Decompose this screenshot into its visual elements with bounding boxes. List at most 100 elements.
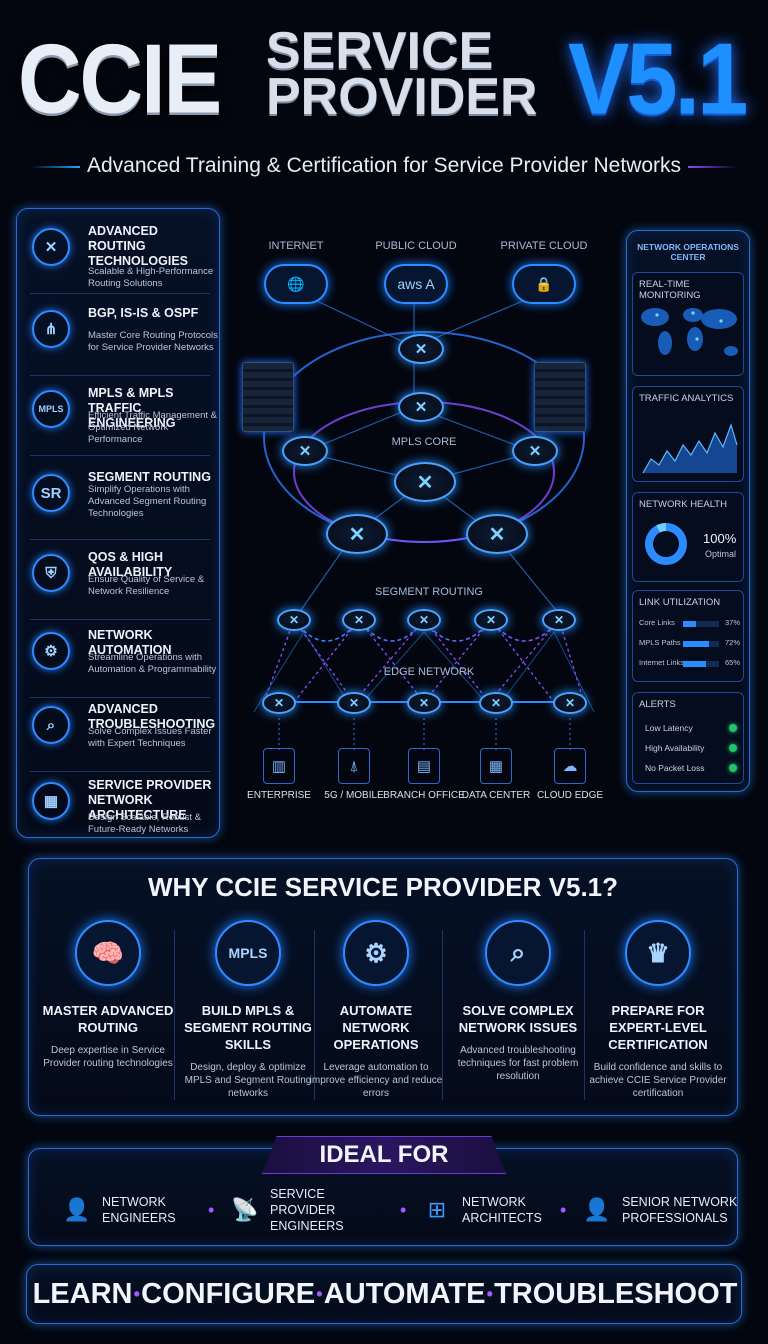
link-value: 65% bbox=[725, 658, 741, 667]
core-router-center: ✕ bbox=[394, 462, 456, 502]
realtime-monitoring-card: REAL-TIME MONITORING bbox=[632, 272, 744, 376]
topic-desc: Design Scalable, Robust & Future-Ready N… bbox=[88, 812, 202, 835]
routing-icon: ✕ bbox=[32, 228, 70, 266]
footer-separator: • bbox=[316, 1283, 323, 1304]
why-col-title: SOLVE COMPLEX NETWORK ISSUES bbox=[458, 1003, 578, 1035]
why-column: ⚙ AUTOMATE NETWORK OPERATIONS Leverage aut… bbox=[306, 920, 446, 1100]
footer-words: LEARN•CONFIGURE•AUTOMATE•TROUBLESHOOT bbox=[32, 1268, 738, 1320]
endpoint-label: CLOUD EDGE bbox=[536, 790, 604, 801]
endpoint-label: BRANCH OFFICE bbox=[383, 790, 465, 801]
cloud-edge-icon: ☁ bbox=[554, 748, 586, 784]
topic-desc: Scalable & High-Performance Routing Solu… bbox=[88, 266, 214, 289]
core-router-right: ✕ bbox=[512, 436, 558, 466]
enterprise-icon: ▥ bbox=[263, 748, 295, 784]
footer-banner bbox=[26, 1264, 742, 1324]
cloud-label: INTERNET bbox=[268, 240, 324, 252]
topic-title: QoS & HIGH AVAILABILITY bbox=[88, 550, 173, 579]
link-bar bbox=[683, 641, 719, 647]
footer-word: LEARN bbox=[32, 1277, 133, 1310]
cloud-icon: 🌐 bbox=[264, 264, 328, 304]
sr-node-1: ✕ bbox=[277, 609, 311, 631]
title-version: V5.1 bbox=[568, 23, 748, 136]
title-service-provider: SERVICE PROVIDER bbox=[266, 25, 538, 123]
link-name: MPLS Paths bbox=[639, 638, 681, 647]
ideal-separator: • bbox=[400, 1200, 407, 1220]
why-divider bbox=[174, 930, 175, 1100]
topic-desc: Solve Complex Issues Faster with Expert … bbox=[88, 726, 212, 749]
why-col-desc: Leverage automation to improve efficienc… bbox=[309, 1062, 443, 1099]
brain-icon: 🧠 bbox=[75, 920, 141, 986]
core-router-bottom-right: ✕ bbox=[466, 514, 528, 554]
topic-desc: Streamline Operations with Automation & … bbox=[88, 652, 217, 675]
why-divider bbox=[314, 930, 315, 1100]
link-utilization-title: LINK UTILIZATION bbox=[639, 597, 721, 608]
diagram-links bbox=[253, 291, 595, 752]
footer-word: CONFIGURE bbox=[141, 1277, 316, 1310]
link-bar bbox=[683, 661, 719, 667]
why-col-title: AUTOMATE NETWORK OPERATIONS bbox=[333, 1003, 419, 1052]
why-column: ⌕ SOLVE COMPLEX NETWORK ISSUES Advanced tr… bbox=[448, 920, 588, 1083]
sr-icon: SR bbox=[32, 474, 70, 512]
topic-title: SERVICE PROVIDER NETWORK ARCHITECTURE bbox=[88, 778, 212, 822]
traffic-analytics-title: TRAFFIC ANALYTICS bbox=[639, 393, 734, 404]
topic-title: MPLS & MPLS TRAFFIC ENGINEERING bbox=[88, 386, 176, 430]
why-col-desc: Deep expertise in Service Provider routi… bbox=[43, 1045, 173, 1069]
alert-label: High Availability bbox=[645, 743, 705, 753]
hierarchy-icon: ⊞ bbox=[427, 1197, 447, 1222]
network-health-card: NETWORK HEALTH 100% Optimal bbox=[632, 492, 744, 582]
magnifier-icon: ⌕ bbox=[485, 920, 551, 986]
subtitle-line-right bbox=[688, 166, 738, 168]
ideal-label: NETWORK ARCHITECTS bbox=[462, 1195, 542, 1225]
architecture-icon: ▦ bbox=[32, 782, 70, 820]
network-health-title: NETWORK HEALTH bbox=[639, 499, 727, 510]
link-value: 72% bbox=[725, 638, 741, 647]
topic-title: ADVANCED ROUTING TECHNOLOGIES bbox=[88, 224, 189, 268]
traffic-chart bbox=[642, 423, 738, 474]
link-bar bbox=[683, 621, 719, 627]
alert-ok-icon bbox=[729, 744, 737, 752]
subtitle: Advanced Training & Certification for Se… bbox=[86, 154, 682, 177]
footer-separator: • bbox=[133, 1283, 140, 1304]
award-shield-icon: ♛ bbox=[625, 920, 691, 986]
why-col-title: MASTER ADVANCED ROUTING bbox=[42, 1003, 174, 1035]
topic-desc: Simplify Operations with Advanced Segmen… bbox=[88, 484, 207, 519]
why-col-desc: Advanced troubleshooting techniques for … bbox=[457, 1045, 579, 1082]
topic-desc: Master Core Routing Protocols for Servic… bbox=[88, 330, 218, 353]
edge-node-1: ✕ bbox=[262, 692, 296, 714]
troubleshoot-icon: ⌕ bbox=[32, 706, 70, 744]
title-ccie: CCIE bbox=[18, 23, 222, 134]
core-router-top: ✕ bbox=[398, 334, 444, 364]
ideal-label: SERVICE PROVIDER ENGINEERS bbox=[270, 1187, 344, 1233]
why-divider bbox=[442, 930, 443, 1100]
edge-node-4: ✕ bbox=[479, 692, 513, 714]
link-row: MPLS Paths 72% bbox=[639, 637, 741, 651]
alert-label: No Packet Loss bbox=[645, 763, 705, 773]
ideal-title: IDEAL FOR bbox=[319, 1141, 449, 1168]
mpls-core-label: MPLS CORE bbox=[391, 436, 457, 448]
footer-word: TROUBLESHOOT bbox=[494, 1277, 738, 1310]
gear-icon: ⚙ bbox=[343, 920, 409, 986]
why-title: WHY CCIE SERVICE PROVIDER V5.1? bbox=[147, 872, 619, 902]
sr-node-3: ✕ bbox=[407, 609, 441, 631]
footer-separator: • bbox=[486, 1283, 493, 1304]
endpoint-label: 5G / MOBILE bbox=[324, 790, 384, 801]
why-col-desc: Build confidence and skills to achieve C… bbox=[589, 1062, 727, 1099]
ideal-item: 👤NETWORK ENGINEERS bbox=[60, 1190, 192, 1230]
topic-title: ADVANCED TROUBLESHOOTING bbox=[88, 702, 216, 731]
link-name: Core Links bbox=[639, 618, 675, 627]
ideal-title-box: IDEAL FOR bbox=[262, 1136, 506, 1174]
ideal-label: NETWORK ENGINEERS bbox=[102, 1195, 176, 1225]
edge-node-3: ✕ bbox=[407, 692, 441, 714]
cloud-label: PUBLIC CLOUD bbox=[375, 240, 457, 252]
segment-routing-label: SEGMENT ROUTING bbox=[375, 586, 483, 598]
